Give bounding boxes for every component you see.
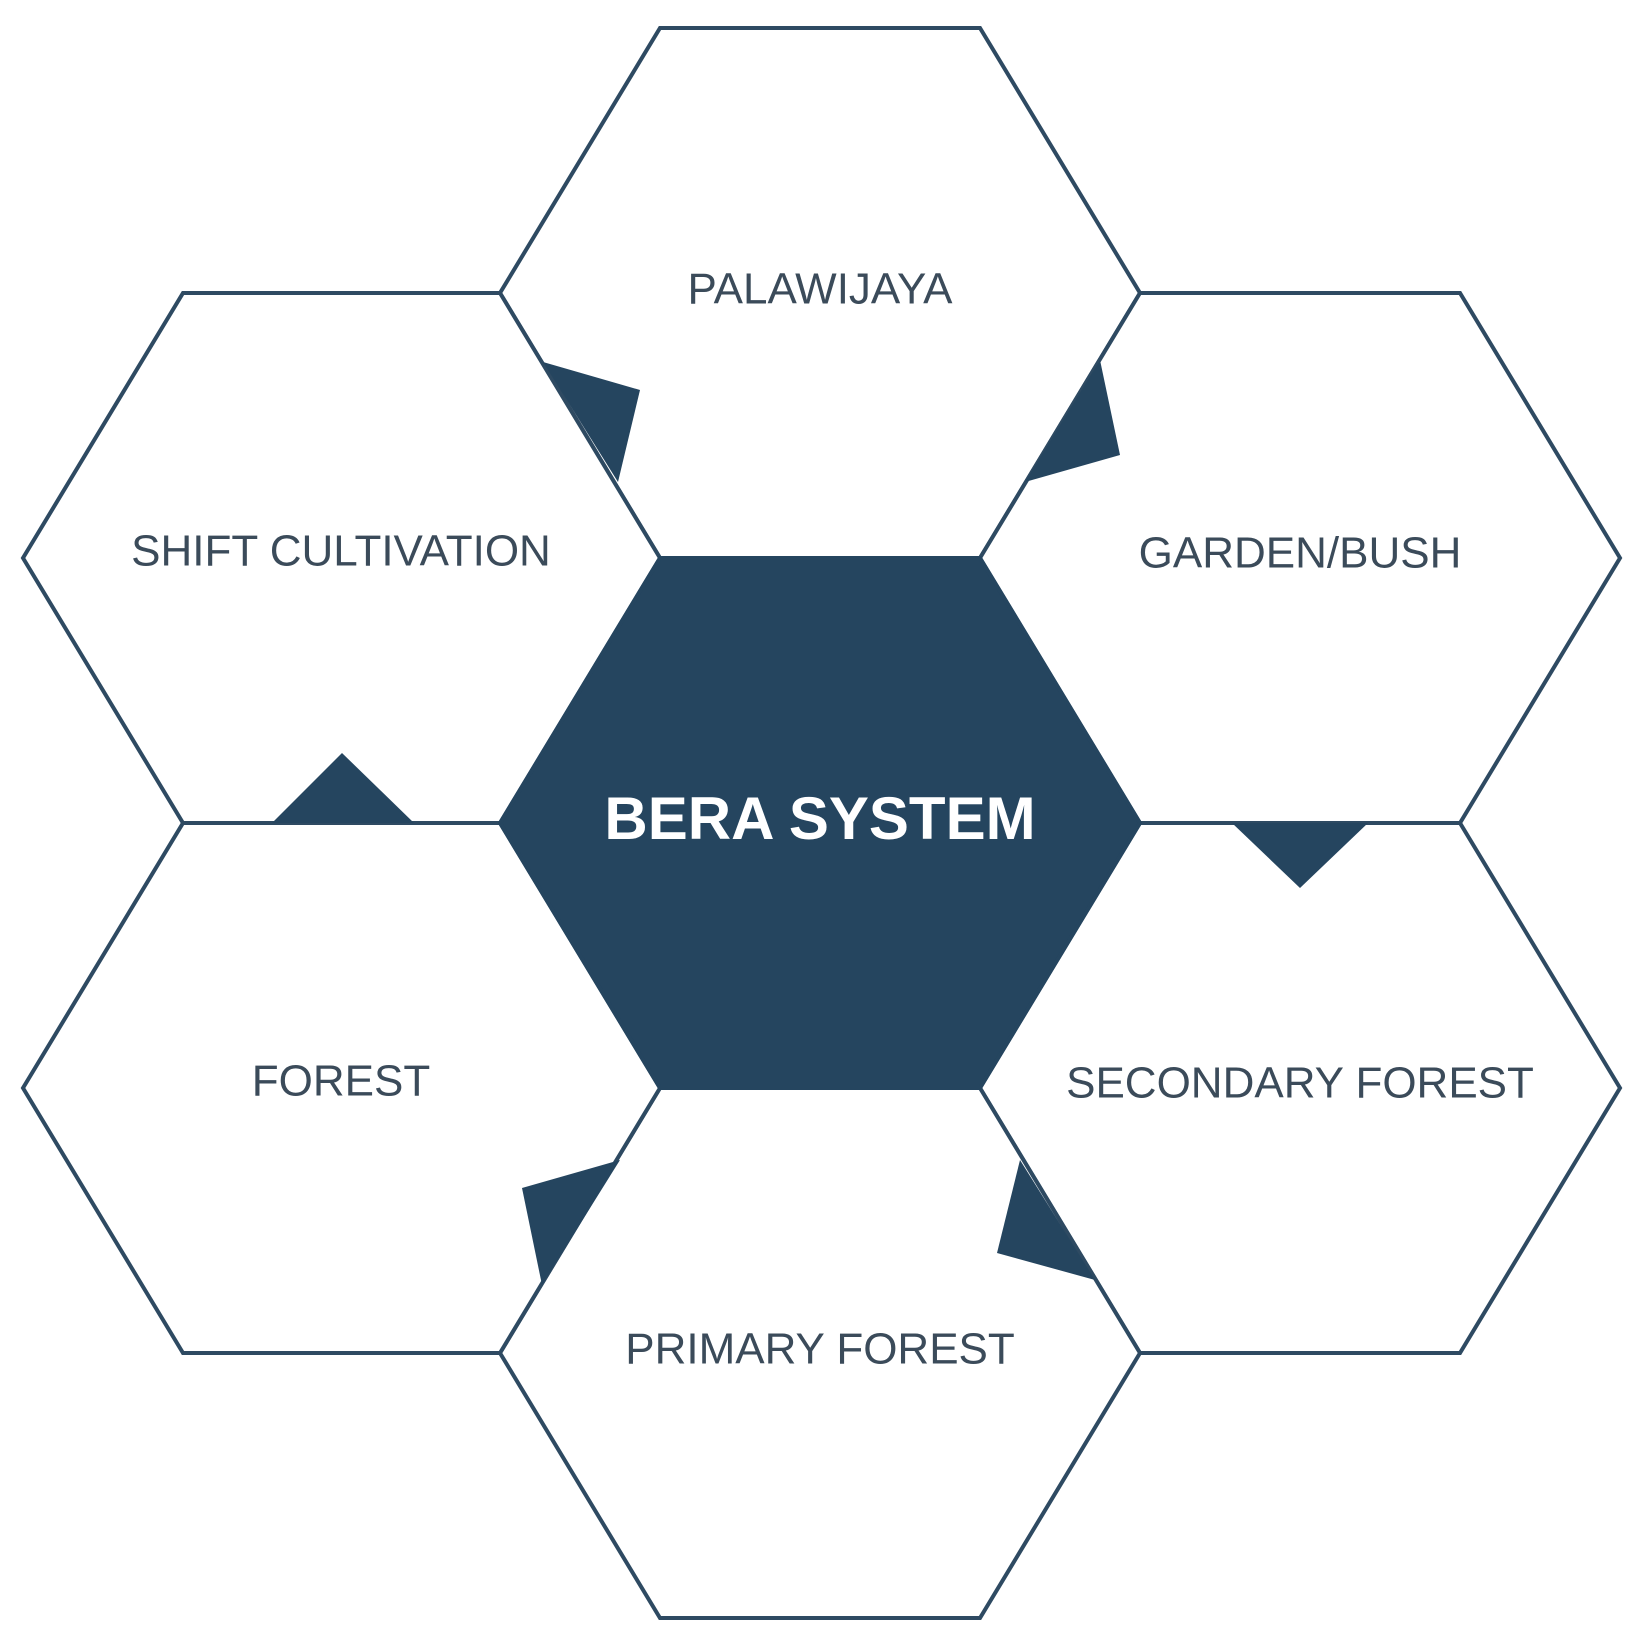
hex-node-garden-bush-label: GARDEN/BUSH	[1139, 529, 1462, 578]
hex-node-primary-forest: PRIMARY FOREST	[497, 1086, 1143, 1620]
hex-node-primary-forest-label: PRIMARY FOREST	[625, 1325, 1015, 1374]
cycle-arrow-primary-forest-to-forest	[522, 1160, 620, 1285]
cycle-arrow-shift-cultivation-to-palawijaya	[543, 362, 640, 482]
hex-node-shift-cultivation-label: SHIFT CULTIVATION	[131, 527, 551, 576]
center-title: BERA SYSTEM	[604, 785, 1035, 852]
hex-center-bera-system: BERA SYSTEM	[497, 556, 1143, 1090]
hex-node-palawijaya-label: PALAWIJAYA	[688, 265, 954, 314]
cycle-arrow-forest-to-shift-cultivation	[272, 753, 414, 823]
hex-center-shape	[497, 556, 1143, 1090]
cycle-arrow-garden-bush-to-secondary-forest	[1232, 823, 1368, 888]
hex-node-garden-bush: GARDEN/BUSH	[977, 291, 1623, 825]
hex-node-forest-label: FOREST	[252, 1057, 430, 1106]
hex-node-secondary-forest-label: SECONDARY FOREST	[1066, 1059, 1534, 1108]
cycle-arrow-palawijaya-to-garden-bush	[1025, 360, 1120, 482]
cycle-arrow-secondary-forest-to-primary-forest	[997, 1160, 1095, 1280]
